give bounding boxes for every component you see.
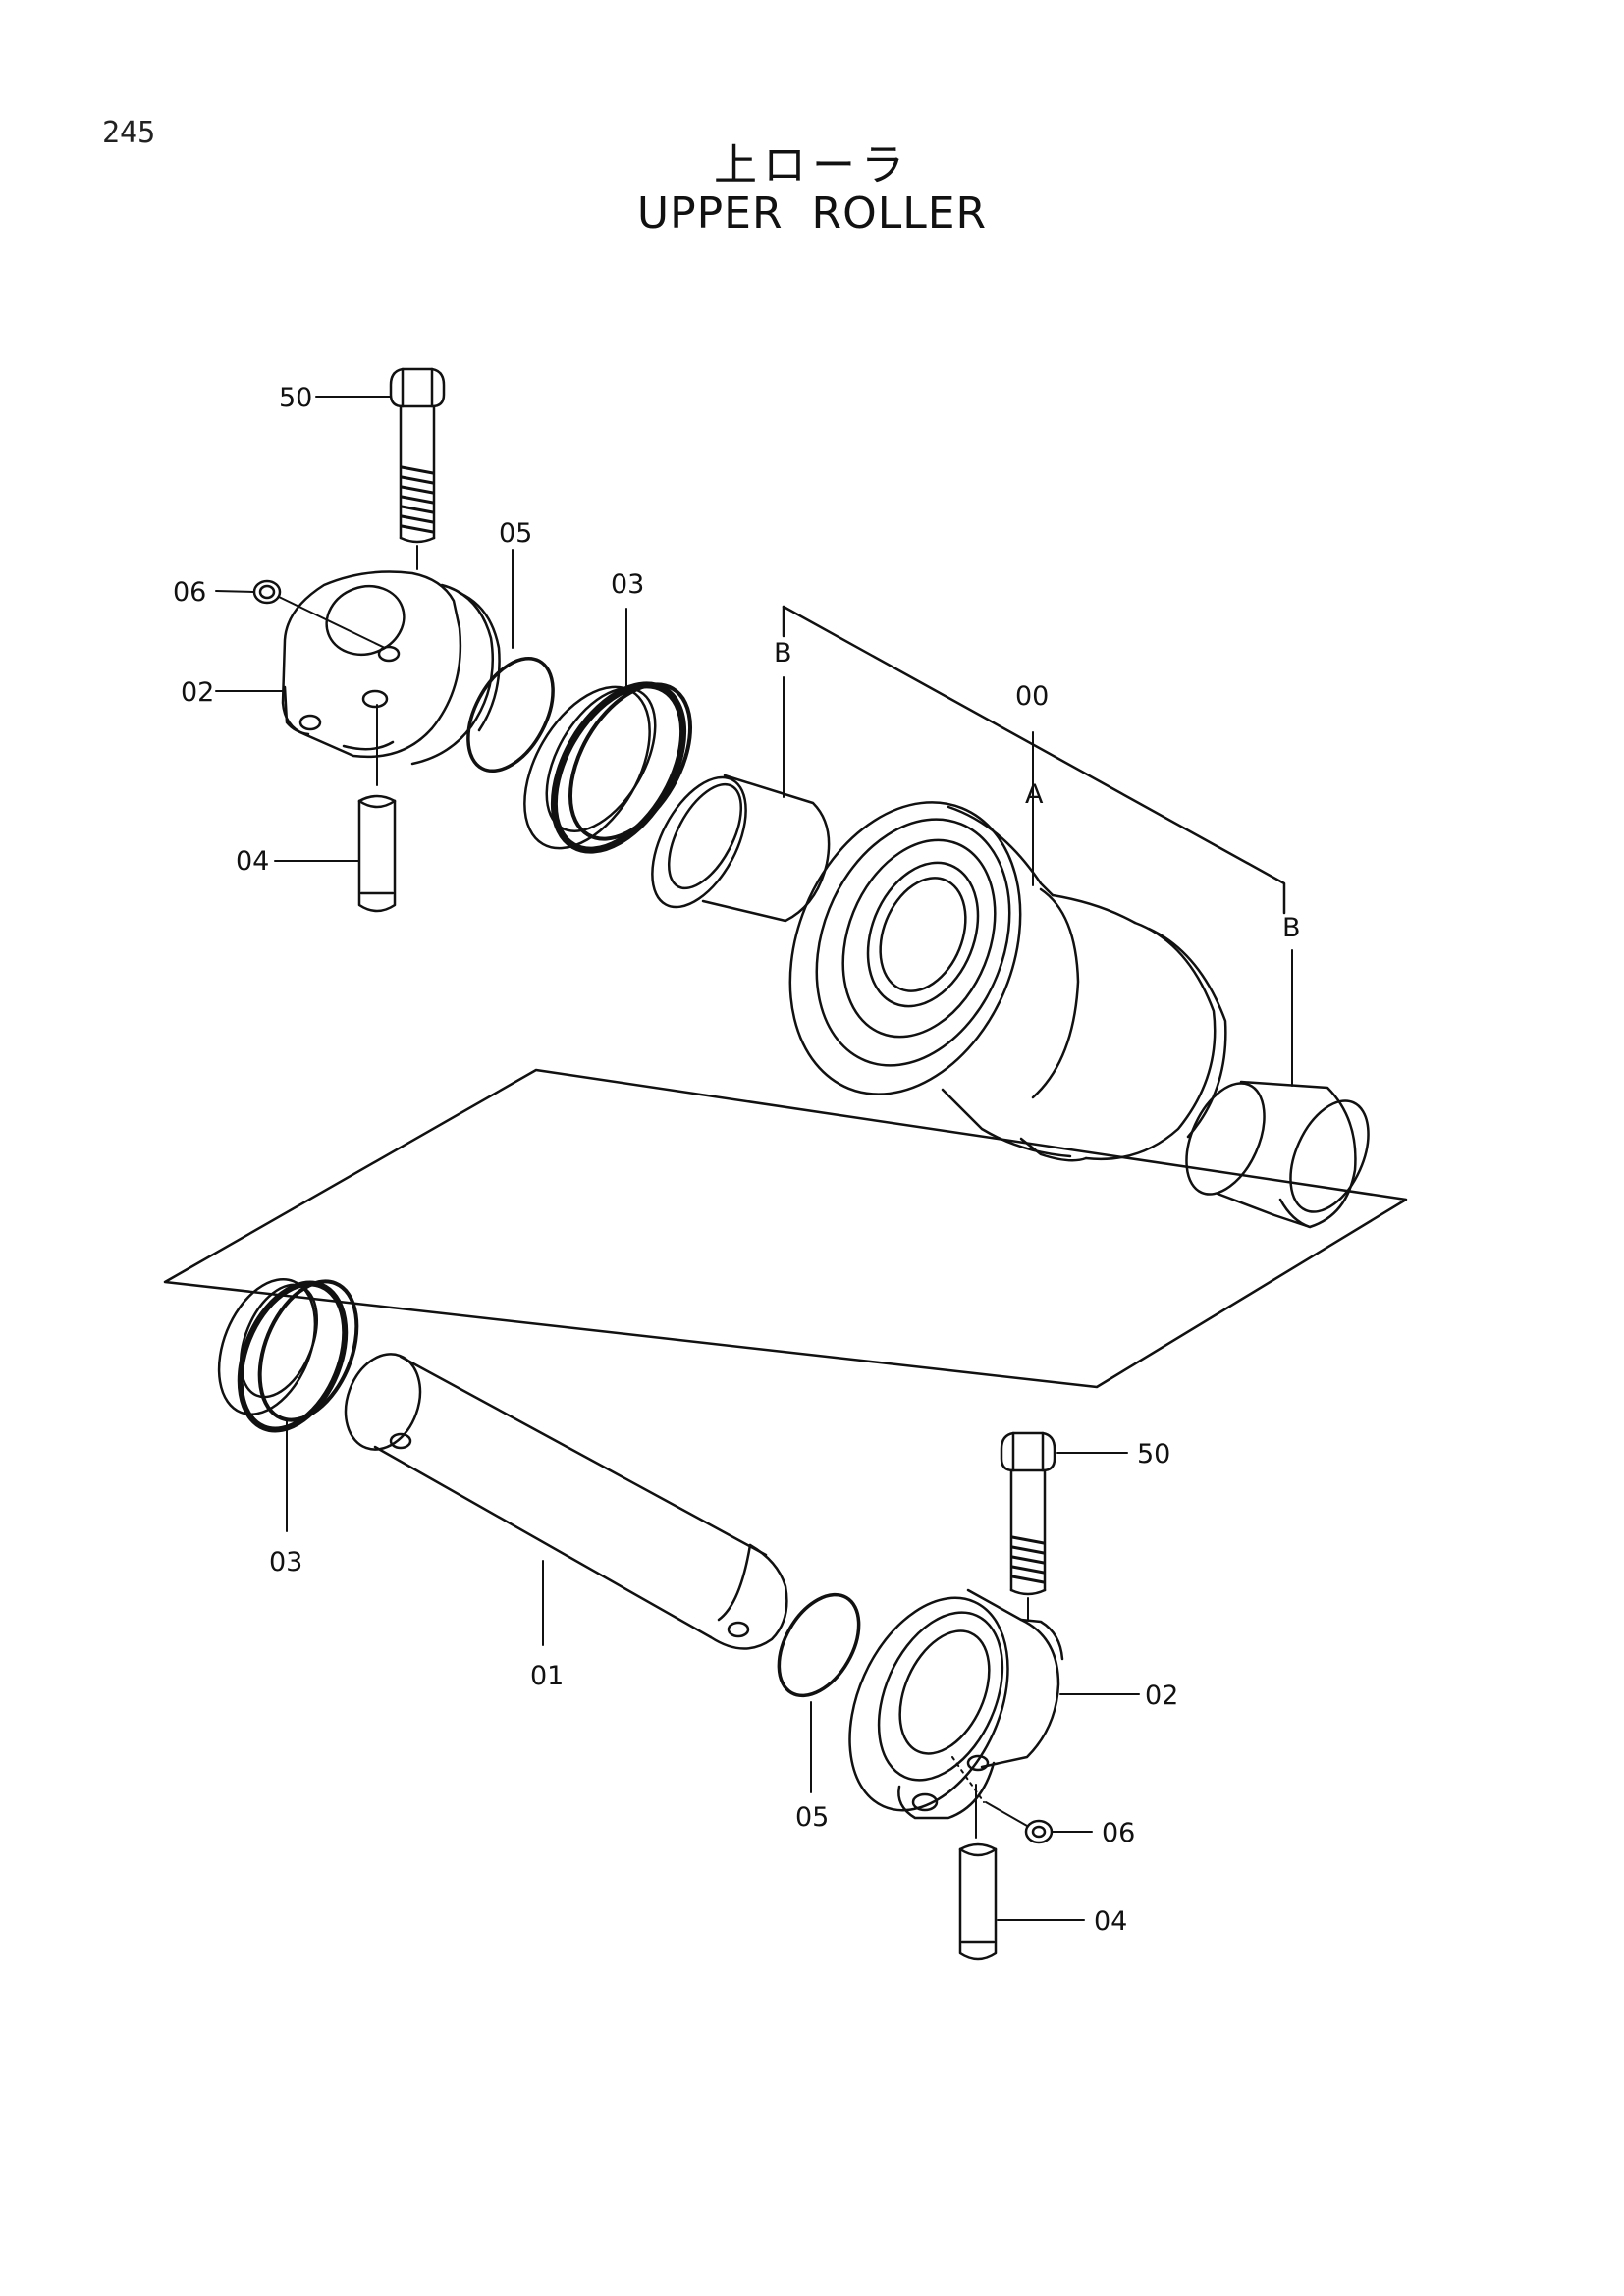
collar-bottom [848, 1588, 1064, 1820]
o-ring-bottom [777, 1592, 861, 1793]
shaft [344, 1353, 788, 1650]
assembly-bracket-upper [782, 605, 1286, 915]
roller-body [788, 731, 1227, 1162]
callout-04-bottom: 04 [1094, 1906, 1127, 1937]
bolt-bottom [1000, 1431, 1056, 1621]
pin-bottom [958, 1784, 998, 1961]
callout-02-bottom: 02 [1145, 1681, 1178, 1711]
page-number: 245 [102, 116, 156, 150]
callout-05-bottom: 05 [795, 1802, 829, 1833]
bushing-top [651, 676, 831, 923]
bolt-top [389, 367, 446, 570]
callout-01: 01 [530, 1661, 564, 1691]
callout-05-top: 05 [499, 518, 532, 549]
callout-06-bottom: 06 [1102, 1818, 1135, 1848]
callout-50-bottom: 50 [1137, 1439, 1170, 1469]
callout-50-top: 50 [279, 383, 312, 413]
plug-top [252, 579, 386, 649]
assembly-plane-lower [163, 1068, 1408, 1389]
collar-top [281, 570, 501, 766]
callout-a: A [1025, 779, 1044, 810]
title-japanese: 上ローラ [714, 140, 910, 190]
plug-bottom [985, 1801, 1054, 1844]
floating-seal-top [523, 608, 693, 854]
callout-06-top: 06 [173, 577, 206, 608]
bushing-right [1185, 949, 1370, 1229]
pin-top [357, 704, 397, 913]
callout-b-left: B [774, 638, 792, 668]
o-ring-top [466, 549, 555, 774]
callout-03-top: 03 [611, 569, 644, 600]
callout-04-top: 04 [236, 846, 269, 877]
callout-02-top: 02 [181, 677, 214, 708]
leader-lines [215, 396, 1140, 1921]
callout-b-right: B [1282, 913, 1301, 943]
title-english: UPPER ROLLER [636, 188, 988, 239]
callout-03-bottom: 03 [269, 1547, 302, 1577]
floating-seal-bottom [217, 1277, 359, 1532]
callout-00: 00 [1015, 681, 1049, 712]
